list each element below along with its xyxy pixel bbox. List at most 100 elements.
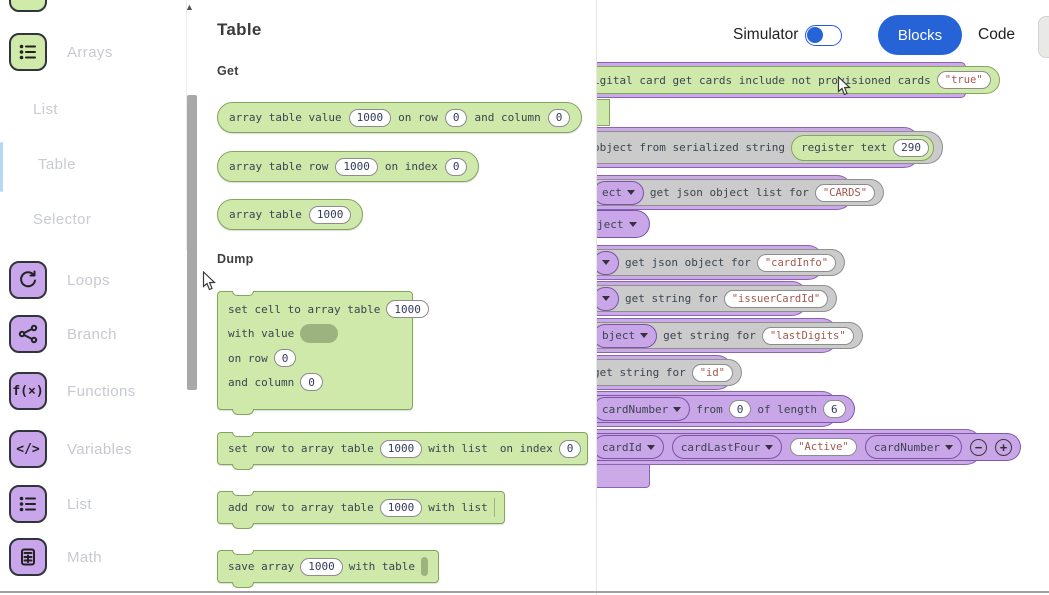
block-set-row-to-array-table[interactable]: set row to array table 1000 with list on… <box>217 431 588 470</box>
number-field[interactable]: 0 <box>728 400 752 418</box>
block-digital-card-get-cards[interactable]: igital card get cards include not provis… <box>597 62 1000 98</box>
block-set-cell-to-array-table[interactable]: set cell to array table 1000 with value … <box>217 290 429 415</box>
variable-dropdown[interactable] <box>597 250 619 275</box>
block-get-json-object-list[interactable]: ect get json object list for "CARDS" <box>597 175 885 210</box>
empty-value-slot[interactable] <box>300 324 339 343</box>
number-field[interactable]: 0 <box>558 439 582 458</box>
block-get-string-lastdigits[interactable]: bject get string for "lastDigits" <box>597 318 863 353</box>
flyout-scrollbar[interactable] <box>187 95 197 390</box>
block-label: igital card get cards include not provis… <box>597 73 931 87</box>
code-button[interactable]: Code <box>978 26 1016 43</box>
variable-dropdown[interactable]: ject <box>597 210 650 238</box>
loop-icon <box>9 261 47 299</box>
variable-dropdown[interactable]: cardNumber <box>864 435 963 459</box>
sidebar-item-list[interactable]: List <box>33 101 58 118</box>
block-array-table-row[interactable]: array table row 1000 on index 0 <box>217 151 480 182</box>
number-field[interactable]: 1000 <box>379 498 423 517</box>
variable-dropdown[interactable]: ect <box>597 180 644 205</box>
block-substring[interactable]: cardNumber from 0 of length 6 <box>597 391 855 427</box>
block-add-row-to-array-table[interactable]: add row to array table 1000 with list <box>217 490 505 529</box>
block-label: get string for <box>597 366 686 379</box>
workspace-canvas[interactable]: Simulator Blocks Code igital card get ca… <box>597 0 1049 595</box>
dropdown-label: cardNumber <box>873 440 941 454</box>
block-create-list[interactable]: cardId cardLastFour "Active" cardNumber … <box>597 429 1022 465</box>
block-label: array table <box>229 208 302 221</box>
string-field[interactable]: "Active" <box>790 438 857 456</box>
number-field[interactable]: 0 <box>547 108 571 127</box>
block-array-table[interactable]: array table 1000 <box>217 199 364 230</box>
sidebar-item-selector[interactable]: Selector <box>33 211 92 228</box>
number-field[interactable]: 1000 <box>386 300 429 318</box>
block-get-json-object[interactable]: get json object for "cardInfo" <box>597 245 846 280</box>
empty-value-slot[interactable] <box>420 557 428 576</box>
block-notch <box>232 409 254 415</box>
number-field[interactable]: 1000 <box>300 557 343 576</box>
function-icon: f(×) <box>9 372 47 410</box>
variable-dropdown[interactable]: bject <box>597 323 658 348</box>
block-variable-pill[interactable]: ject <box>597 210 650 240</box>
string-field[interactable]: "issuerCardId" <box>723 289 829 308</box>
block-label: set cell to array table <box>228 302 381 316</box>
scroll-up-icon[interactable]: ▲ <box>185 2 194 12</box>
toggle-knob <box>807 27 823 43</box>
sidebar-item-label: Branch <box>67 326 117 343</box>
number-field[interactable]: 0 <box>273 349 297 367</box>
variable-dropdown[interactable]: cardNumber <box>597 397 691 421</box>
block-notch <box>232 431 254 437</box>
string-field[interactable]: "CARDS" <box>814 183 876 202</box>
sidebar-item-table[interactable]: Table <box>38 156 76 173</box>
list-icon <box>9 485 47 523</box>
number-field[interactable]: 1000 <box>348 108 392 127</box>
variable-dropdown[interactable]: cardLastFour <box>671 435 783 459</box>
sidebar-item-label: Math <box>67 549 102 566</box>
number-field[interactable]: 290 <box>893 138 930 157</box>
number-field[interactable]: 0 <box>300 373 323 391</box>
plus-icon[interactable]: + <box>995 438 1013 456</box>
block-get-string-issuercardid[interactable]: get string for "issuerCardId" <box>597 281 838 316</box>
canvas-scrollbar[interactable] <box>1038 16 1049 58</box>
register-text-block[interactable]: register text 290 <box>791 134 935 161</box>
number-field[interactable]: 1000 <box>308 205 352 224</box>
block-spine[interactable] <box>597 99 610 126</box>
section-dump: Dump <box>217 252 254 266</box>
simulator-toggle[interactable] <box>805 25 842 46</box>
block-save-array[interactable]: save array 1000 with table <box>217 549 439 588</box>
block-label: with table <box>348 560 415 573</box>
string-field[interactable]: "true" <box>936 71 991 89</box>
block-label: of length <box>757 402 817 416</box>
minus-icon[interactable]: − <box>970 438 988 456</box>
number-field[interactable]: 1000 <box>335 157 378 176</box>
dropdown-label: bject <box>602 329 636 342</box>
string-field[interactable]: "cardInfo" <box>756 253 837 272</box>
block-notch <box>232 464 254 470</box>
number-field[interactable]: 1000 <box>379 439 423 458</box>
block-object-from-serialized-string[interactable]: object from serialized string register t… <box>597 127 944 168</box>
number-field[interactable]: 0 <box>444 157 468 176</box>
variable-dropdown[interactable]: cardId <box>597 435 664 459</box>
block-array-table-value[interactable]: array table value 1000 on row 0 and colu… <box>217 102 583 133</box>
strings-icon[interactable] <box>9 0 47 12</box>
block-label: array table value <box>229 111 342 124</box>
block-stub[interactable] <box>597 464 650 488</box>
chevron-down-icon <box>602 260 610 265</box>
number-field[interactable]: 0 <box>444 108 468 127</box>
block-label: get string for <box>625 292 718 305</box>
variable-dropdown[interactable] <box>597 286 619 311</box>
block-label: and column <box>228 375 295 389</box>
string-field[interactable]: "lastDigits" <box>761 326 854 345</box>
number-field[interactable]: 6 <box>822 400 846 418</box>
block-label: get string for <box>663 329 756 342</box>
selected-category-indicator <box>0 142 3 192</box>
block-get-string-id[interactable]: get string for "id" <box>597 355 743 390</box>
mouse-cursor-icon <box>202 271 216 291</box>
block-notch <box>232 490 254 496</box>
section-get: Get <box>217 64 239 78</box>
block-label: set row to array table <box>228 442 374 455</box>
dropdown-label: ect <box>602 186 622 199</box>
block-label: with value <box>228 327 295 340</box>
dropdown-label: cardId <box>602 440 642 454</box>
block-label: array table row <box>229 160 329 173</box>
blocks-button[interactable]: Blocks <box>878 15 962 55</box>
block-label: on row <box>228 351 268 365</box>
string-field[interactable]: "id" <box>691 363 734 382</box>
